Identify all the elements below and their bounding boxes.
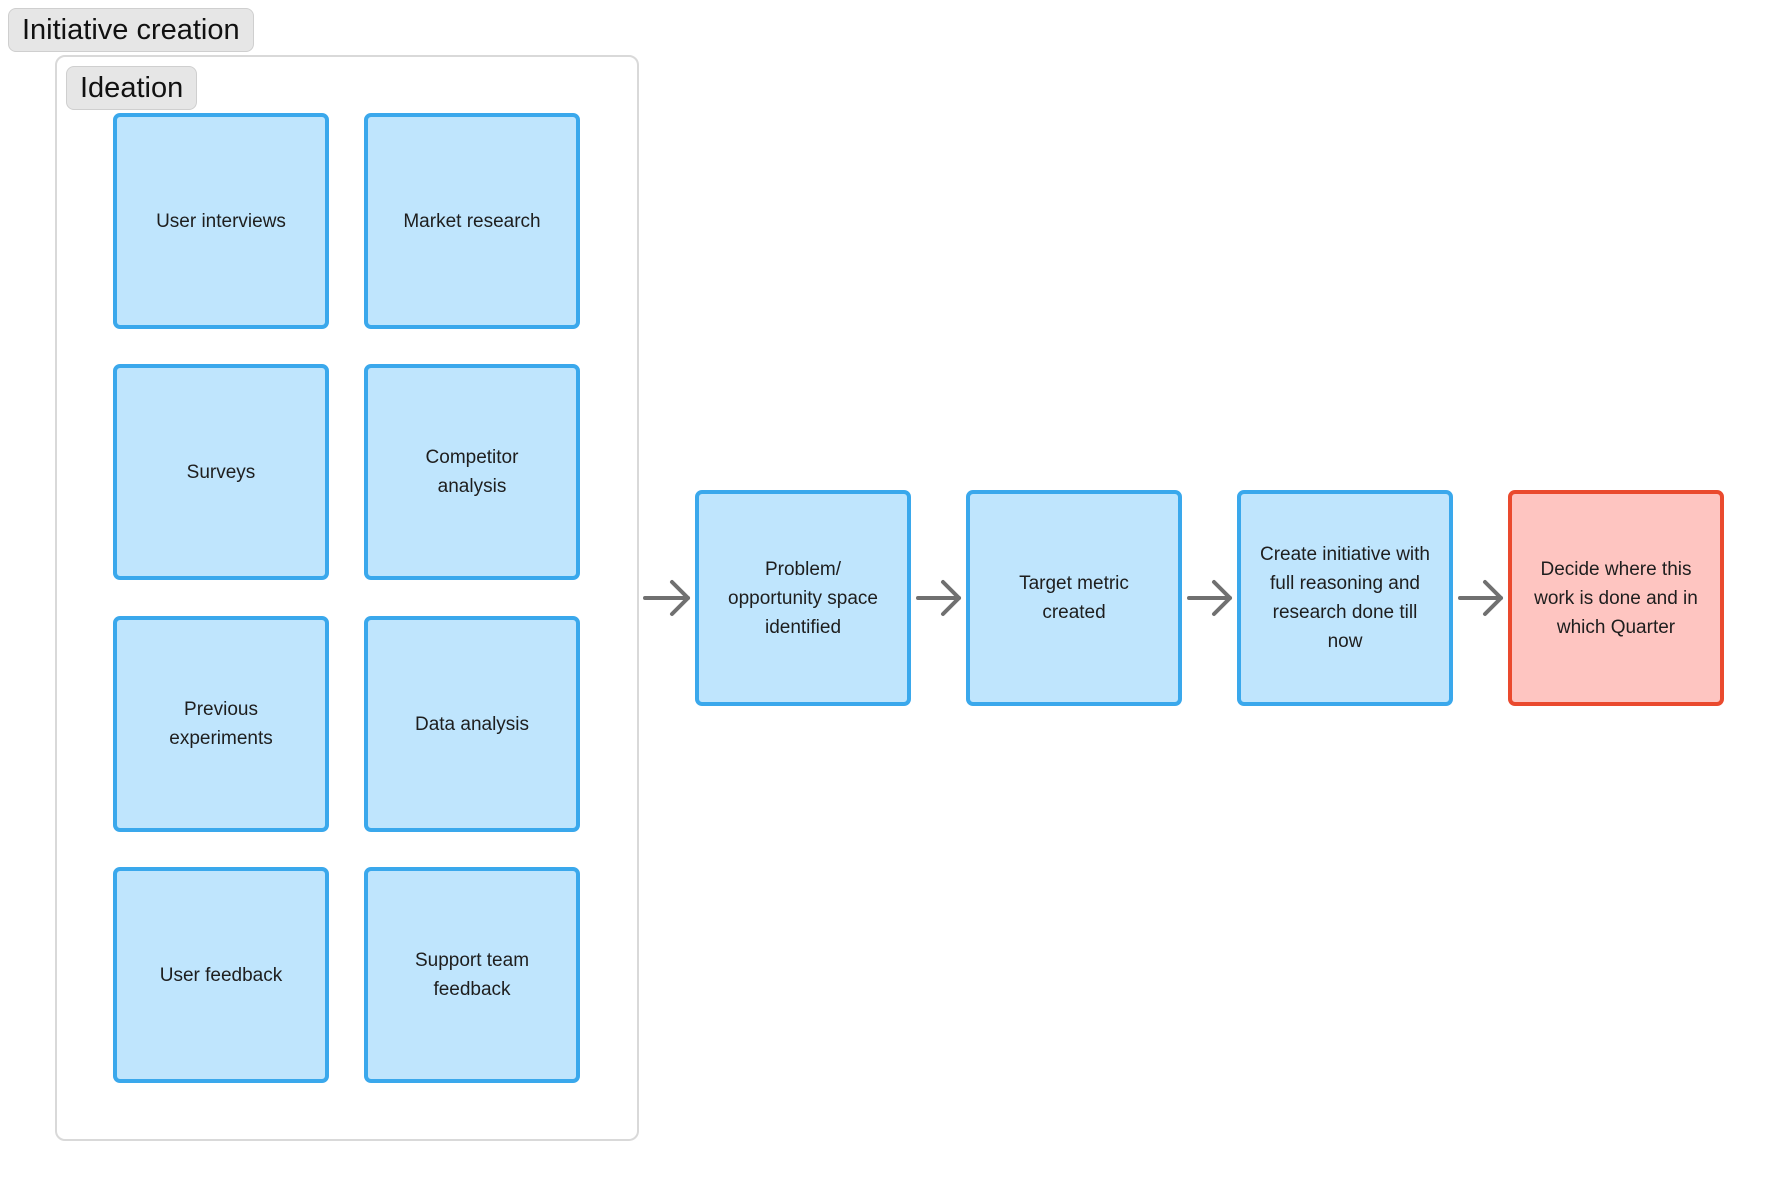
ideation-label: Ideation bbox=[66, 66, 198, 110]
node-label: Create initiative with full reasoning an… bbox=[1259, 544, 1431, 652]
target-metric-node[interactable]: Target metric created bbox=[966, 490, 1182, 706]
node-label: Decide where this work is done and in wh… bbox=[1534, 558, 1698, 638]
arrow-to-target-metric bbox=[916, 580, 961, 616]
problem-opportunity-node[interactable]: Problem/ opportunity space identified bbox=[695, 490, 911, 706]
competitor-analysis-node[interactable]: Competitor analysis bbox=[364, 364, 580, 580]
data-analysis-node[interactable]: Data analysis bbox=[364, 616, 580, 832]
decide-quarter-node[interactable]: Decide where this work is done and in wh… bbox=[1508, 490, 1724, 706]
node-label: User interviews bbox=[156, 210, 286, 232]
node-label: Target metric created bbox=[1019, 573, 1129, 623]
initiative-creation-label: Initiative creation bbox=[8, 8, 254, 52]
support-team-feedback-node[interactable]: Support team feedback bbox=[364, 867, 580, 1083]
node-label: Problem/ opportunity space identified bbox=[728, 558, 878, 638]
node-label: Previous experiments bbox=[169, 699, 273, 749]
previous-experiments-node[interactable]: Previous experiments bbox=[113, 616, 329, 832]
user-interviews-node[interactable]: User interviews bbox=[113, 113, 329, 329]
node-label: Data analysis bbox=[414, 713, 530, 735]
user-feedback-node[interactable]: User feedback bbox=[113, 867, 329, 1083]
arrow-to-create-initiative bbox=[1187, 580, 1232, 616]
node-label: User feedback bbox=[159, 964, 283, 986]
arrow-to-decide-quarter bbox=[1458, 580, 1503, 616]
node-label: Market research bbox=[403, 210, 541, 232]
node-label: Support team feedback bbox=[414, 950, 530, 1000]
node-label: Surveys bbox=[186, 461, 256, 483]
market-research-node[interactable]: Market research bbox=[364, 113, 580, 329]
create-initiative-node[interactable]: Create initiative with full reasoning an… bbox=[1237, 490, 1453, 706]
surveys-node[interactable]: Surveys bbox=[113, 364, 329, 580]
node-label: Competitor analysis bbox=[425, 447, 519, 497]
arrow-to-problem bbox=[643, 580, 690, 616]
